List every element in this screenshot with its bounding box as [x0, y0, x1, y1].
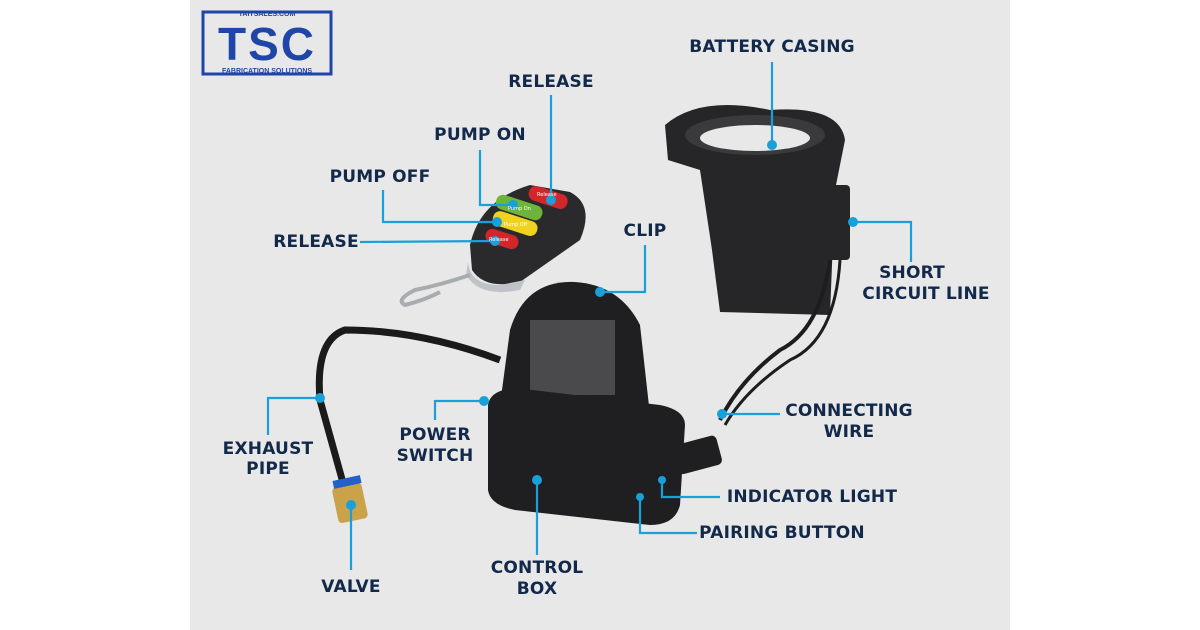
label-power-switch-1: POWER [399, 425, 471, 445]
logo-top-text: TAITSALES.COM [238, 11, 296, 18]
pump-on-button [495, 194, 543, 221]
logo-main-text: TSC [218, 18, 316, 70]
remote-button-text-3: Pump Off [504, 222, 528, 228]
battery-casing [665, 105, 850, 426]
label-exhaust-pipe-2: PIPE [246, 459, 290, 479]
leader-dots [315, 140, 858, 510]
label-pump-off: PUMP OFF [329, 167, 431, 187]
label-connecting-wire-2: WIRE [823, 422, 875, 442]
label-indicator-light: INDICATOR LIGHT [726, 487, 898, 507]
label-release-bottom: RELEASE [273, 232, 359, 252]
release-button-bottom [485, 228, 519, 250]
label-pump-on: PUMP ON [434, 125, 526, 145]
label-clip: CLIP [623, 221, 667, 241]
label-release-top: RELEASE [508, 72, 594, 92]
tsc-logo: TAITSALES.COM TSC FABRICATION SOLUTIONS [200, 8, 334, 76]
remote-button-text-2: Pump On [508, 206, 531, 212]
logo-bottom-text: FABRICATION SOLUTIONS [221, 68, 313, 75]
exhaust-pipe [315, 326, 502, 491]
label-pairing-button: PAIRING BUTTON [699, 523, 865, 543]
remote-button-text-4: Release [489, 237, 509, 243]
label-control-box-1: CONTROL [490, 558, 584, 578]
label-connecting-wire-1: CONNECTING [785, 401, 913, 421]
label-valve: VALVE [321, 577, 381, 597]
label-short-circuit-line-2: CIRCUIT LINE [862, 284, 990, 304]
label-exhaust-pipe-1: EXHAUST [222, 439, 314, 459]
leader-lines [266, 62, 913, 570]
pump-off-button [492, 211, 538, 236]
remote-button-text-1: Release [537, 192, 557, 198]
control-box [488, 281, 722, 525]
label-power-switch-2: SWITCH [396, 446, 474, 466]
label-short-circuit-line-1: SHORT [879, 263, 945, 283]
label-battery-casing: BATTERY CASING [689, 37, 855, 57]
label-control-box-2: BOX [516, 579, 558, 599]
